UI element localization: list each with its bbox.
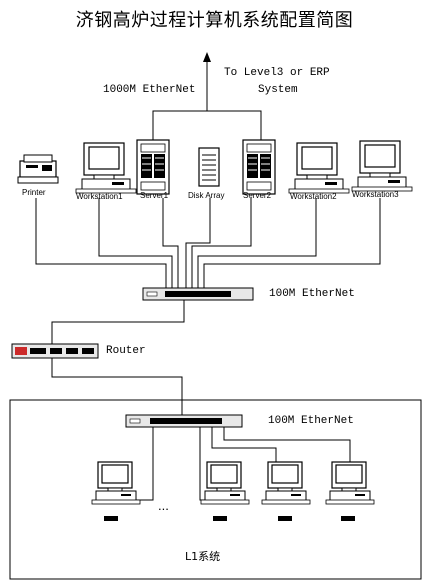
ellipsis-label: ... bbox=[158, 498, 169, 513]
pc-icon bbox=[261, 461, 311, 505]
server2-label: Server2 bbox=[243, 191, 272, 200]
server-tower-icon bbox=[242, 139, 276, 195]
switch-main-label: 100M EtherNet bbox=[269, 288, 355, 300]
ethernet-1000m-label: 1000M EtherNet bbox=[103, 84, 196, 96]
link-router-l1 bbox=[51, 358, 183, 415]
workstation-icon bbox=[351, 140, 413, 192]
server1-label: Server1 bbox=[140, 191, 169, 200]
disk-array-label: Disk Array bbox=[188, 191, 225, 200]
arrow-up-icon bbox=[203, 52, 211, 62]
diagram-title: 济钢高炉过程计算机系统配置简图 bbox=[75, 10, 354, 31]
l1-pc-label-marks bbox=[104, 516, 355, 521]
workstation2-label: Workstation2 bbox=[290, 192, 337, 201]
link-switch-router bbox=[51, 300, 185, 344]
server-tower-icon bbox=[136, 139, 170, 195]
router-label: Router bbox=[106, 345, 146, 357]
pc-icon bbox=[200, 461, 250, 505]
workstation3-label: Workstation3 bbox=[352, 190, 399, 199]
router-icon bbox=[11, 343, 99, 359]
switch-icon bbox=[142, 287, 254, 301]
workstation-icon bbox=[288, 142, 350, 194]
workstation1-label: Workstation1 bbox=[76, 192, 123, 201]
l1-system-label: L1系统 bbox=[185, 550, 221, 563]
disk-array-icon bbox=[198, 147, 220, 187]
connection-lines-main bbox=[35, 198, 381, 288]
backbone-1000m bbox=[152, 52, 262, 142]
pc-icon bbox=[325, 461, 375, 505]
to-level3-label: To Level3 or ERP bbox=[224, 67, 330, 79]
to-level3-system-label: System bbox=[258, 84, 298, 96]
printer-icon bbox=[17, 154, 59, 184]
l1-system-box bbox=[9, 399, 422, 580]
printer-label: Printer bbox=[22, 188, 46, 197]
pc-icon bbox=[91, 461, 141, 505]
workstation-icon bbox=[75, 142, 137, 194]
switch-icon bbox=[125, 414, 243, 428]
switch-l1-label: 100M EtherNet bbox=[268, 415, 354, 427]
